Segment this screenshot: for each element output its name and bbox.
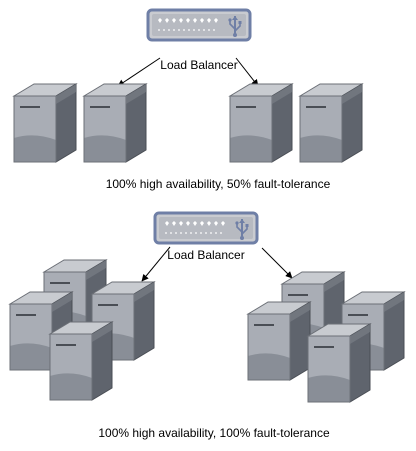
bottom-section: Load Balancer 100% high availability, 10…: [9, 211, 405, 440]
arrow-right: [235, 57, 259, 87]
arrow-left: [117, 57, 161, 87]
arrow-right: [261, 247, 293, 279]
arrow-left: [141, 246, 171, 282]
server-icon: [247, 301, 311, 381]
server-icon: [49, 321, 113, 401]
load-balancer-icon: [153, 211, 259, 245]
server-icon: [229, 83, 293, 163]
server-icon: [83, 83, 147, 163]
load-balancer-label: Load Balancer: [160, 58, 237, 72]
load-balancer-icon: [146, 8, 252, 42]
server-icon: [307, 323, 371, 403]
server-icon: [13, 83, 77, 163]
top-section: Load Balancer 100% high availability, 50…: [13, 8, 363, 191]
server-icon: [299, 83, 363, 163]
top-caption: 100% high availability, 50% fault-tolera…: [106, 177, 331, 191]
bottom-caption: 100% high availability, 100% fault-toler…: [98, 426, 330, 440]
load-balancer-label: Load Balancer: [167, 248, 244, 262]
